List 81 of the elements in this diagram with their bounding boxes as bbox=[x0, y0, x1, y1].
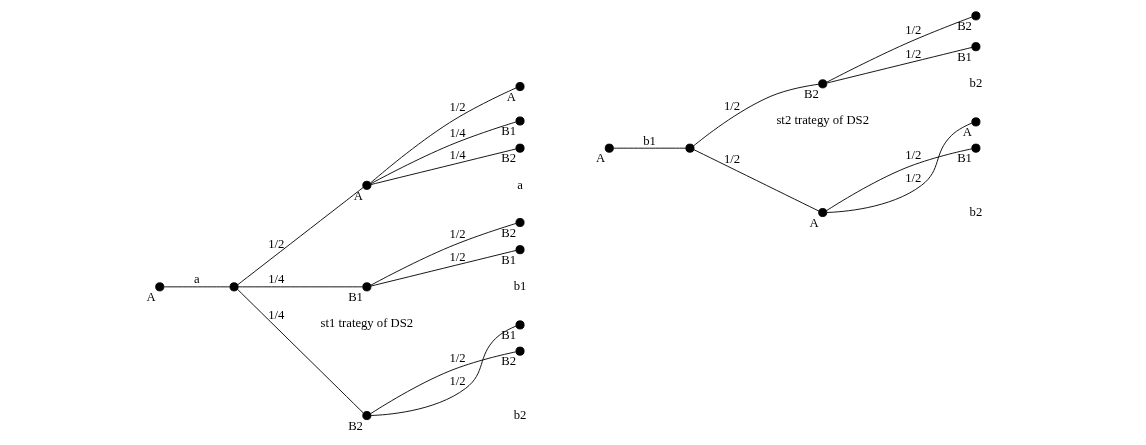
label: st2 trategy of DS2 bbox=[775, 113, 869, 128]
node-circle bbox=[515, 82, 525, 92]
node-circle bbox=[515, 116, 525, 126]
node-circle bbox=[970, 117, 980, 127]
node-label: A bbox=[353, 188, 363, 203]
edge-label: 1/2 bbox=[448, 249, 466, 264]
edge-label: 1/2 bbox=[448, 227, 466, 242]
node-circle bbox=[970, 11, 980, 21]
node-circle bbox=[515, 245, 525, 255]
edge-label: 1/2 bbox=[904, 170, 921, 185]
edge-label: 1/2 bbox=[448, 373, 466, 388]
edge-label: 1/2 bbox=[267, 237, 284, 252]
node-circle bbox=[515, 217, 525, 228]
edge-label: 1/4 bbox=[267, 272, 284, 287]
connector bbox=[369, 250, 516, 287]
node-circle bbox=[229, 282, 239, 292]
edge-label: 1/2 bbox=[904, 148, 921, 163]
connector bbox=[369, 121, 516, 185]
label: a bbox=[516, 177, 523, 192]
node-label: A bbox=[809, 215, 819, 230]
node-label: A bbox=[962, 125, 972, 140]
edge-label: 1/2 bbox=[448, 351, 466, 366]
connector bbox=[692, 149, 819, 212]
connector bbox=[370, 325, 516, 416]
node-circle bbox=[361, 282, 371, 292]
connector bbox=[369, 148, 516, 185]
node-circle bbox=[970, 143, 980, 153]
connector bbox=[692, 83, 819, 147]
node-label: A bbox=[146, 290, 156, 305]
connector bbox=[826, 122, 972, 213]
connector bbox=[369, 87, 517, 184]
connector bbox=[825, 16, 972, 83]
node-label: B1 bbox=[500, 328, 516, 343]
connector bbox=[369, 351, 516, 415]
edge-label: 1/2 bbox=[723, 151, 740, 166]
connector bbox=[825, 148, 972, 212]
node-label: B1 bbox=[500, 124, 516, 139]
edge-label: 1/4 bbox=[267, 307, 284, 322]
node-circle bbox=[604, 143, 614, 153]
edge-label: 1/2 bbox=[448, 100, 466, 115]
label: b2 bbox=[513, 407, 526, 422]
connector bbox=[825, 47, 972, 84]
node-label: B1 bbox=[347, 290, 363, 305]
edge-label: a bbox=[193, 272, 200, 287]
label: st1 trategy of DS2 bbox=[320, 316, 413, 331]
label: b2 bbox=[969, 204, 982, 219]
connector bbox=[612, 147, 686, 149]
edge-label: 1/4 bbox=[448, 125, 466, 140]
node-label: B2 bbox=[500, 225, 516, 240]
node-label: B2 bbox=[500, 151, 516, 166]
node-label: B2 bbox=[500, 354, 516, 369]
node-circle bbox=[970, 42, 980, 52]
node-circle bbox=[154, 282, 164, 292]
node-circle bbox=[361, 411, 371, 421]
node-circle bbox=[817, 79, 827, 89]
edge-label: 1/4 bbox=[448, 148, 466, 163]
connector bbox=[369, 223, 516, 286]
node-circle bbox=[515, 143, 525, 153]
label: b2 bbox=[969, 76, 982, 91]
connector bbox=[236, 288, 364, 414]
node-label: B1 bbox=[956, 49, 972, 64]
node-label: B2 bbox=[803, 87, 819, 102]
connector bbox=[236, 187, 364, 286]
node-label: A bbox=[595, 151, 605, 166]
edge-label: b1 bbox=[642, 133, 656, 148]
node-label: B1 bbox=[500, 252, 516, 267]
connector bbox=[237, 286, 363, 288]
node-label: A bbox=[506, 89, 516, 104]
node-label: B2 bbox=[347, 418, 363, 433]
edge-label: 1/2 bbox=[904, 46, 921, 61]
label: b1 bbox=[513, 279, 526, 294]
node-circle bbox=[817, 208, 827, 218]
node-circle bbox=[361, 180, 371, 190]
node-circle bbox=[515, 320, 525, 330]
edge-label: 1/2 bbox=[904, 23, 921, 38]
connector bbox=[163, 286, 230, 288]
edge-label: 1/2 bbox=[723, 99, 740, 114]
node-label: B2 bbox=[956, 19, 972, 34]
node-circle bbox=[684, 143, 694, 153]
node-circle bbox=[515, 346, 525, 356]
node-label: B1 bbox=[956, 151, 972, 166]
